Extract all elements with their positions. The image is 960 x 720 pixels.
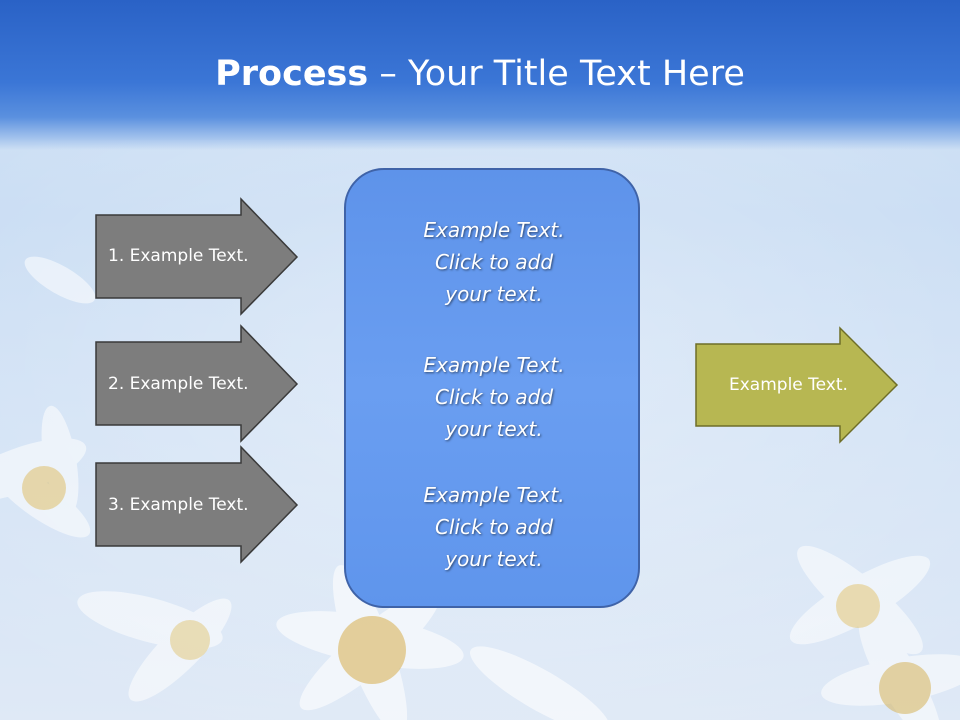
title-bold-word: Process [215,54,369,94]
arrow-shape-2 [95,324,299,443]
paragraph-2-line-1: Example Text. [423,353,565,377]
arrow-label-3: 3. Example Text. [108,495,249,515]
paragraph-2-line-3: your text. [445,417,543,441]
output-arrow-shape [695,326,899,444]
paragraph-3-line-2: Click to add [434,515,554,539]
output-arrow-label: Example Text. [729,375,848,395]
title-band [0,0,960,150]
arrow-shape-3 [95,445,299,564]
paragraph-1-line-3: your text. [445,282,543,306]
center-paragraph-3[interactable]: Example Text. Click to add your text. [346,479,642,575]
slide-title: Process – Your Title Text Here [0,52,960,96]
title-rest: – Your Title Text Here [368,54,745,94]
center-text-box[interactable]: Example Text. Click to add your text. Ex… [344,168,640,608]
arrow-label-2: 2. Example Text. [108,374,249,394]
arrow-shape-1 [95,197,299,316]
paragraph-3-line-3: your text. [445,547,543,571]
center-paragraph-1[interactable]: Example Text. Click to add your text. [346,214,642,310]
arrow-label-1: 1. Example Text. [108,246,249,266]
paragraph-1-line-1: Example Text. [423,218,565,242]
center-paragraph-2[interactable]: Example Text. Click to add your text. [346,349,642,445]
paragraph-3-line-1: Example Text. [423,483,565,507]
paragraph-1-line-2: Click to add [434,250,554,274]
paragraph-2-line-2: Click to add [434,385,554,409]
